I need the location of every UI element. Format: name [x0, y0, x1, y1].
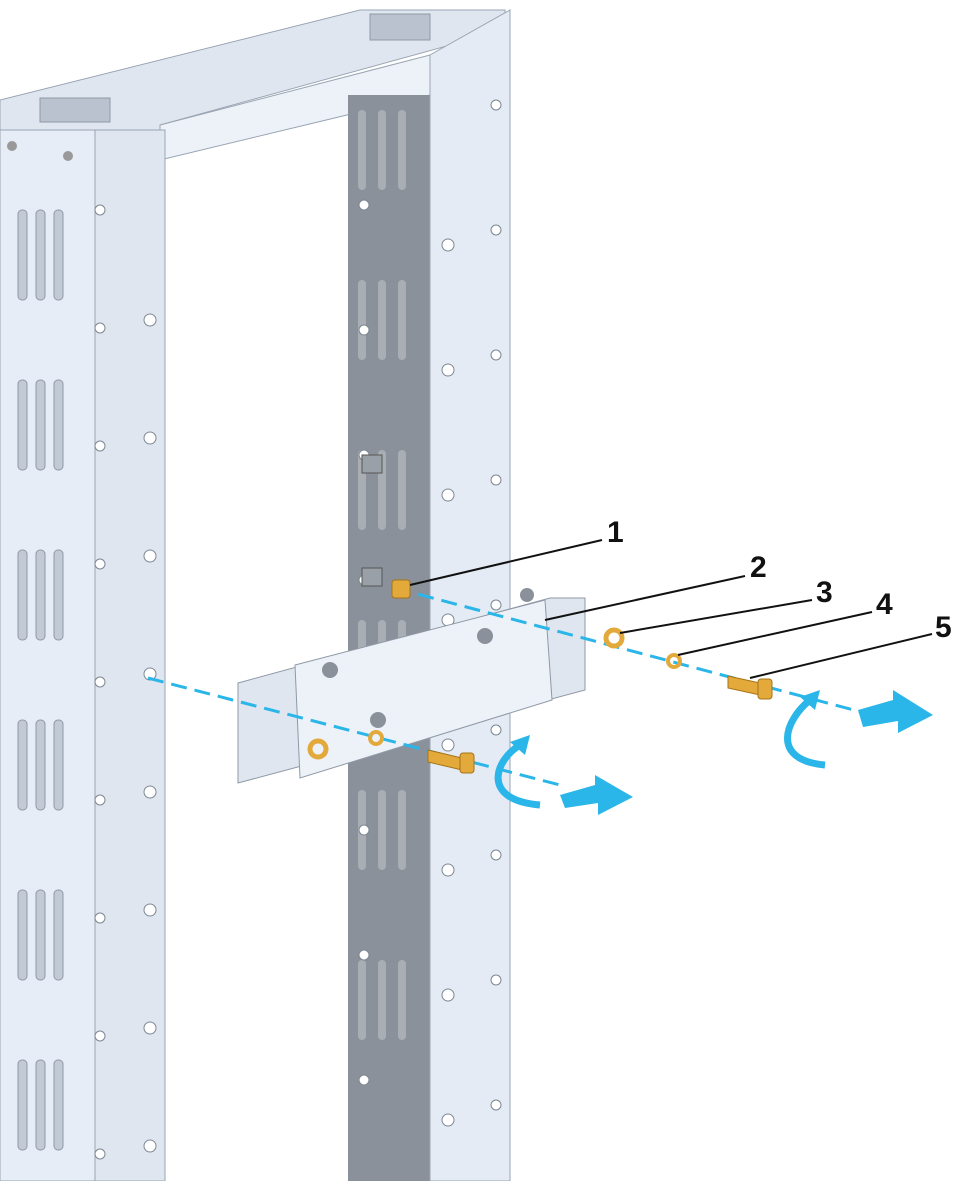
slot [17, 719, 28, 811]
mounting-hole [94, 676, 106, 688]
mounting-hole [143, 903, 157, 917]
slot [378, 790, 386, 870]
slot [53, 549, 64, 641]
mounting-hole [143, 313, 157, 327]
screw-head [63, 151, 73, 161]
mounting-hole [441, 488, 455, 502]
assembly-axis [147, 586, 881, 787]
mounting-hole [490, 599, 502, 611]
top-opening [369, 13, 431, 41]
slot [35, 209, 46, 301]
stud [361, 567, 383, 587]
mounting-hole [441, 738, 455, 752]
mounting-hole [358, 1074, 370, 1086]
slot [53, 719, 64, 811]
slot [35, 889, 46, 981]
callout-5: 5 [935, 611, 952, 644]
left-upright-side [94, 129, 166, 1181]
slot [35, 379, 46, 471]
callout-2: 2 [750, 551, 767, 584]
top-opening [39, 97, 111, 123]
mounting-hole [94, 912, 106, 924]
mounting-hole [490, 849, 502, 861]
slot [17, 209, 28, 301]
mounting-hole [490, 224, 502, 236]
mounting-hole [441, 988, 455, 1002]
slot [35, 719, 46, 811]
lock-washer [368, 730, 384, 746]
leader-lines [409, 539, 933, 679]
bolt [727, 675, 761, 696]
slot [53, 889, 64, 981]
slot [53, 379, 64, 471]
mounting-hole [143, 1139, 157, 1153]
mounting-hole [441, 1113, 455, 1127]
flat-washer [307, 738, 329, 760]
mounting-hole [143, 1021, 157, 1035]
mounting-hole [94, 204, 106, 216]
hardware [307, 579, 773, 774]
slot [358, 110, 366, 190]
slot [398, 280, 406, 360]
mounting-hole [94, 558, 106, 570]
mounting-hole [441, 863, 455, 877]
mounting-hole [358, 949, 370, 961]
slot [35, 1059, 46, 1151]
mounting-hole [358, 324, 370, 336]
screw-head [7, 141, 17, 151]
mounting-hole [441, 238, 455, 252]
left-upright-front [0, 129, 96, 1181]
mounting-hole [143, 785, 157, 799]
right-upright-face [429, 9, 511, 1181]
slot [398, 960, 406, 1040]
slot [358, 960, 366, 1040]
slot [17, 889, 28, 981]
callout-1: 1 [607, 516, 624, 549]
push-arrow-icon [510, 690, 933, 815]
mounting-hole [490, 724, 502, 736]
mounting-hole [358, 824, 370, 836]
mounting-hole [490, 349, 502, 361]
slot [378, 110, 386, 190]
slot [358, 280, 366, 360]
mounting-hole [94, 794, 106, 806]
slot [17, 379, 28, 471]
stud [361, 454, 383, 474]
mounting-hole [143, 549, 157, 563]
mounting-hole [490, 474, 502, 486]
lock-washer [666, 653, 682, 669]
slot [17, 549, 28, 641]
slot [17, 1059, 28, 1151]
rotation-arrow-icon [494, 697, 826, 809]
mounting-hole [490, 99, 502, 111]
slot [35, 549, 46, 641]
mounting-hole [358, 199, 370, 211]
mounting-hole [490, 1099, 502, 1111]
mounting-hole [490, 974, 502, 986]
slot [53, 209, 64, 301]
slot [398, 450, 406, 530]
slot [378, 960, 386, 1040]
nut [391, 579, 411, 599]
flat-washer [603, 627, 625, 649]
slot [378, 280, 386, 360]
slot [53, 1059, 64, 1151]
slot [398, 110, 406, 190]
mounting-hole [94, 1148, 106, 1160]
mounting-hole [441, 363, 455, 377]
callout-3: 3 [816, 576, 833, 609]
mounting-hole [94, 322, 106, 334]
slot [398, 790, 406, 870]
callout-4: 4 [876, 588, 893, 621]
bolt-head [459, 752, 475, 774]
mounting-hole [143, 431, 157, 445]
mounting-hole [94, 440, 106, 452]
mounting-hole [94, 1030, 106, 1042]
bolt-head [757, 678, 773, 700]
